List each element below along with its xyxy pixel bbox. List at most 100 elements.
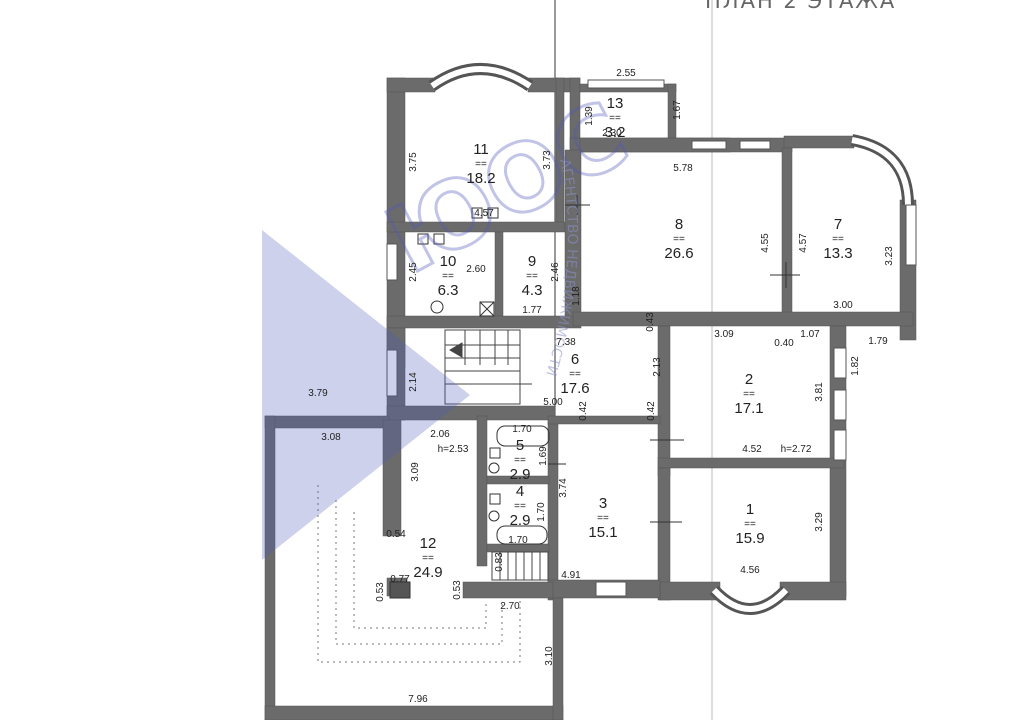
dimension-label: 0.43 <box>645 312 656 332</box>
room-separator: == <box>514 455 526 466</box>
room-8: 8==26.6 <box>664 216 693 262</box>
dimension-label: h=2.53 <box>438 444 469 455</box>
dimension-label: 2.13 <box>652 357 663 377</box>
room-area: 24.9 <box>413 564 442 581</box>
room-separator: == <box>514 501 526 512</box>
room-labels: 11==18.213==3.210==6.39==4.38==26.67==13… <box>413 95 852 581</box>
dimension-label: 3.10 <box>544 646 555 666</box>
room-area: 4.3 <box>522 282 543 299</box>
dimension-label: 0.40 <box>774 338 794 349</box>
room-number: 6 <box>571 351 579 368</box>
room-separator: == <box>475 159 487 170</box>
dimension-label: 0.83 <box>494 552 505 572</box>
dimension-label: 4.57 <box>798 233 809 253</box>
walls <box>264 77 917 720</box>
dimension-label: 0.42 <box>646 401 657 421</box>
watermark-triangle <box>262 230 470 560</box>
dimension-label: 4.91 <box>561 570 581 581</box>
dimension-label: 3.29 <box>814 512 825 532</box>
terrace-outline <box>317 485 521 663</box>
room-area: 15.9 <box>735 530 764 547</box>
dimension-label: 3.08 <box>321 432 341 443</box>
dimension-label: 3.74 <box>558 478 569 498</box>
room-3: 3==15.1 <box>588 495 617 541</box>
dimension-label: 5.00 <box>543 397 563 408</box>
room-area: 17.6 <box>560 380 589 397</box>
room-4: 4==2.9 <box>510 483 531 529</box>
room-number: 2 <box>745 371 753 388</box>
room-number: 13 <box>607 95 624 112</box>
room-area: 3.2 <box>605 124 626 141</box>
dimension-label: 1.70 <box>536 502 547 522</box>
room-area: 2.9 <box>510 512 531 529</box>
room-10: 10==6.3 <box>438 253 459 299</box>
dimension-label: 2.45 <box>408 262 419 282</box>
dimension-label: 5.78 <box>673 163 693 174</box>
room-number: 1 <box>746 501 754 518</box>
room-number: 4 <box>516 483 524 500</box>
dimension-label: 3.73 <box>542 150 553 170</box>
room-area: 26.6 <box>664 245 693 262</box>
room-7: 7==13.3 <box>823 216 852 262</box>
dimension-label: 4.52 <box>742 444 762 455</box>
room-area: 6.3 <box>438 282 459 299</box>
dimension-label: 1.67 <box>672 100 683 120</box>
dimension-label: 3.75 <box>408 152 419 172</box>
dimension-label: 3.81 <box>814 382 825 402</box>
doors <box>548 195 800 523</box>
dimension-label: 1.18 <box>571 286 582 306</box>
room-area: 18.2 <box>466 170 495 187</box>
room-separator: == <box>422 553 434 564</box>
dimension-label: 1.70 <box>512 424 532 435</box>
dimension-label: 2.14 <box>408 372 419 392</box>
dimension-label: 1.82 <box>850 356 861 376</box>
dimension-label: 4.56 <box>740 565 760 576</box>
dimension-label: 1.70 <box>508 535 528 546</box>
room-12: 12==24.9 <box>413 535 442 581</box>
dimension-label: 2.06 <box>430 429 450 440</box>
dimension-label: 0.53 <box>452 580 463 600</box>
dimension-label: 3.09 <box>714 329 734 340</box>
room-area: 15.1 <box>588 524 617 541</box>
room-number: 3 <box>599 495 607 512</box>
staircase-main <box>444 329 532 405</box>
room-13: 13==3.2 <box>605 95 626 141</box>
room-separator: == <box>597 513 609 524</box>
dimension-label: 2.55 <box>616 68 636 79</box>
room-separator: == <box>673 234 685 245</box>
room-1: 1==15.9 <box>735 501 764 547</box>
room-2: 2==17.1 <box>734 371 763 417</box>
room-separator: == <box>526 271 538 282</box>
dimension-label: 2.30 <box>602 128 622 139</box>
room-number: 10 <box>440 253 457 270</box>
room-number: 9 <box>528 253 536 270</box>
dimension-label: 0.77 <box>390 574 410 585</box>
room-separator: == <box>569 369 581 380</box>
dimension-label: 2.46 <box>550 262 561 282</box>
room-number: 8 <box>675 216 683 233</box>
room-number: 11 <box>473 141 489 158</box>
dimension-label: 1.39 <box>584 106 595 126</box>
room-area: 2.9 <box>510 466 531 483</box>
dimension-label: 2.70 <box>500 601 520 612</box>
dimension-label: 3.09 <box>410 462 421 482</box>
room-5: 5==2.9 <box>510 437 531 483</box>
dimension-label: 3.79 <box>308 388 328 399</box>
dimension-label: 0.53 <box>375 582 386 602</box>
plan-title: ПЛАН 2 ЭТАЖА <box>705 0 896 13</box>
dimension-label: 1.77 <box>522 305 542 316</box>
bath-fixtures <box>389 207 550 599</box>
dimension-label: h=2.72 <box>781 444 812 455</box>
room-separator: == <box>442 271 454 282</box>
dimension-label: 0.42 <box>578 401 589 421</box>
room-6: 6==17.6 <box>560 351 589 397</box>
dimension-label: 2.60 <box>466 264 486 275</box>
room-separator: == <box>744 519 756 530</box>
room-9: 9==4.3 <box>522 253 543 299</box>
dimension-label: 1.79 <box>868 336 888 347</box>
dimension-label: 4.55 <box>760 233 771 253</box>
room-number: 12 <box>420 535 437 552</box>
room-separator: == <box>743 389 755 400</box>
windows <box>386 79 917 597</box>
